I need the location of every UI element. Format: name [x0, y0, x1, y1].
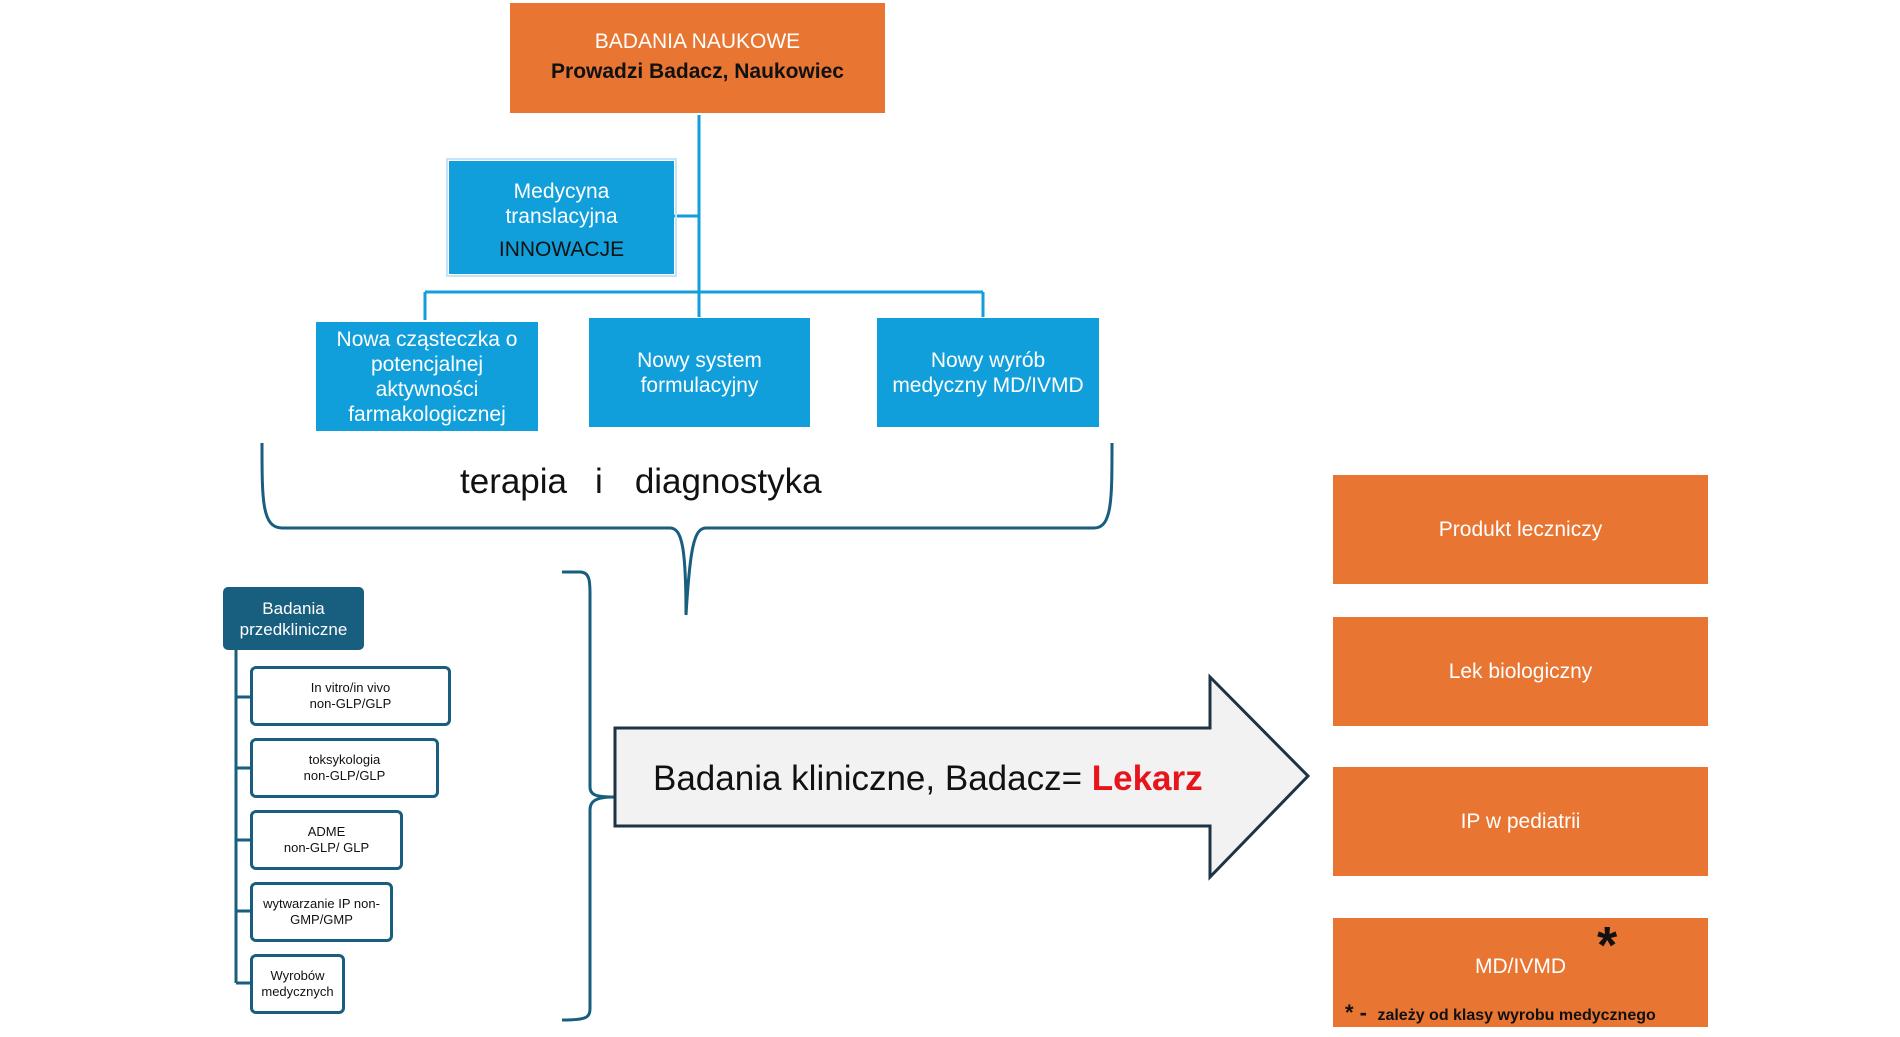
new-device-label: Nowy wyrób medyczny MD/IVMD [892, 348, 1084, 397]
new-molecule-label: Nowa cząsteczka o potencjalnej aktywnośc… [336, 327, 518, 426]
translational-line2: translacyjna [505, 205, 618, 228]
product-pediatric-box: IP w pediatrii [1333, 767, 1708, 876]
preclinical-item-manufacturing: wytwarzanie IP non- GMP/GMP [250, 882, 393, 942]
brace-word-diagnostics: diagnostyka [634, 462, 822, 501]
footnote: * - zależy od klasy wyrobu medycznego [1345, 1000, 1705, 1026]
product-pediatric-label: IP w pediatrii [1460, 810, 1581, 833]
preclinical-item-devices-line1: Wyrobów [270, 968, 325, 983]
translational-line3: INNOWACJE [498, 238, 625, 261]
new-formulation-label: Nowy system formulacyjny [637, 348, 762, 397]
brace-word-and: i [595, 462, 603, 501]
preclinical-item-toxicology-line2: non-GLP/GLP [303, 768, 386, 783]
preclinical-item-toxicology-line1: toksykologia [308, 752, 381, 767]
product-biological-box: Lek biologiczny [1333, 617, 1708, 726]
footnote-text: zależy od klasy wyrobu medycznego [1377, 1007, 1656, 1024]
arrow-text-highlight: Lekarz [1092, 759, 1203, 798]
curly-brace-horizontal [260, 442, 1114, 616]
research-subtitle: Prowadzi Badacz, Naukowiec [551, 60, 844, 83]
preclinical-title: Badania przedkliniczne [239, 598, 348, 639]
preclinical-item-adme-line1: ADME [307, 824, 346, 839]
new-formulation-box: Nowy system formulacyjny [589, 318, 810, 427]
research-box: BADANIA NAUKOWE Prowadzi Badacz, Naukowi… [510, 3, 885, 113]
footnote-mark: * - [1345, 1000, 1367, 1025]
preclinical-item-invitro: In vitro/in vivo non-GLP/GLP [250, 666, 451, 726]
preclinical-item-toxicology: toksykologia non-GLP/GLP [250, 738, 439, 798]
product-biological-label: Lek biologiczny [1448, 660, 1593, 683]
preclinical-item-devices: Wyrobów medycznych [250, 954, 345, 1014]
preclinical-item-invitro-line2: non-GLP/GLP [309, 696, 392, 711]
product-medicinal-box: Produkt leczniczy [1333, 475, 1708, 584]
translational-medicine-box: Medycyna translacyjna INNOWACJE [446, 158, 677, 277]
brace-word-therapy: terapia [460, 462, 568, 501]
arrow-text-prefix: Badania kliniczne, Badacz= [653, 759, 1092, 798]
curly-brace-vertical [561, 570, 615, 1022]
translational-line1: Medycyna [513, 180, 610, 203]
research-title: BADANIA NAUKOWE [594, 30, 801, 53]
preclinical-item-adme-line2: non-GLP/ GLP [283, 840, 370, 855]
brace-label: terapia i diagnostyka [460, 460, 880, 504]
new-device-box: Nowy wyrób medyczny MD/IVMD [877, 318, 1099, 427]
preclinical-title-box: Badania przedkliniczne [223, 587, 364, 650]
preclinical-item-devices-line2: medycznych [261, 984, 334, 999]
preclinical-item-manufacturing-line2: GMP/GMP [290, 912, 353, 927]
preclinical-item-invitro-line1: In vitro/in vivo [310, 680, 391, 695]
new-molecule-box: Nowa cząsteczka o potencjalnej aktywnośc… [316, 322, 538, 431]
product-device-asterisk: * [1597, 917, 1618, 975]
preclinical-item-adme: ADME non-GLP/ GLP [250, 810, 403, 870]
preclinical-item-manufacturing-line1: wytwarzanie IP non- [263, 896, 380, 911]
product-device-label: MD/IVMD [1475, 955, 1566, 978]
big-arrow [613, 673, 1311, 881]
arrow-text: Badania kliniczne, Badacz= Lekarz [653, 759, 1203, 798]
product-device-box: MD/IVMD * * - zależy od klasy wyrobu med… [1333, 918, 1708, 1027]
product-medicinal-label: Produkt leczniczy [1438, 518, 1603, 541]
